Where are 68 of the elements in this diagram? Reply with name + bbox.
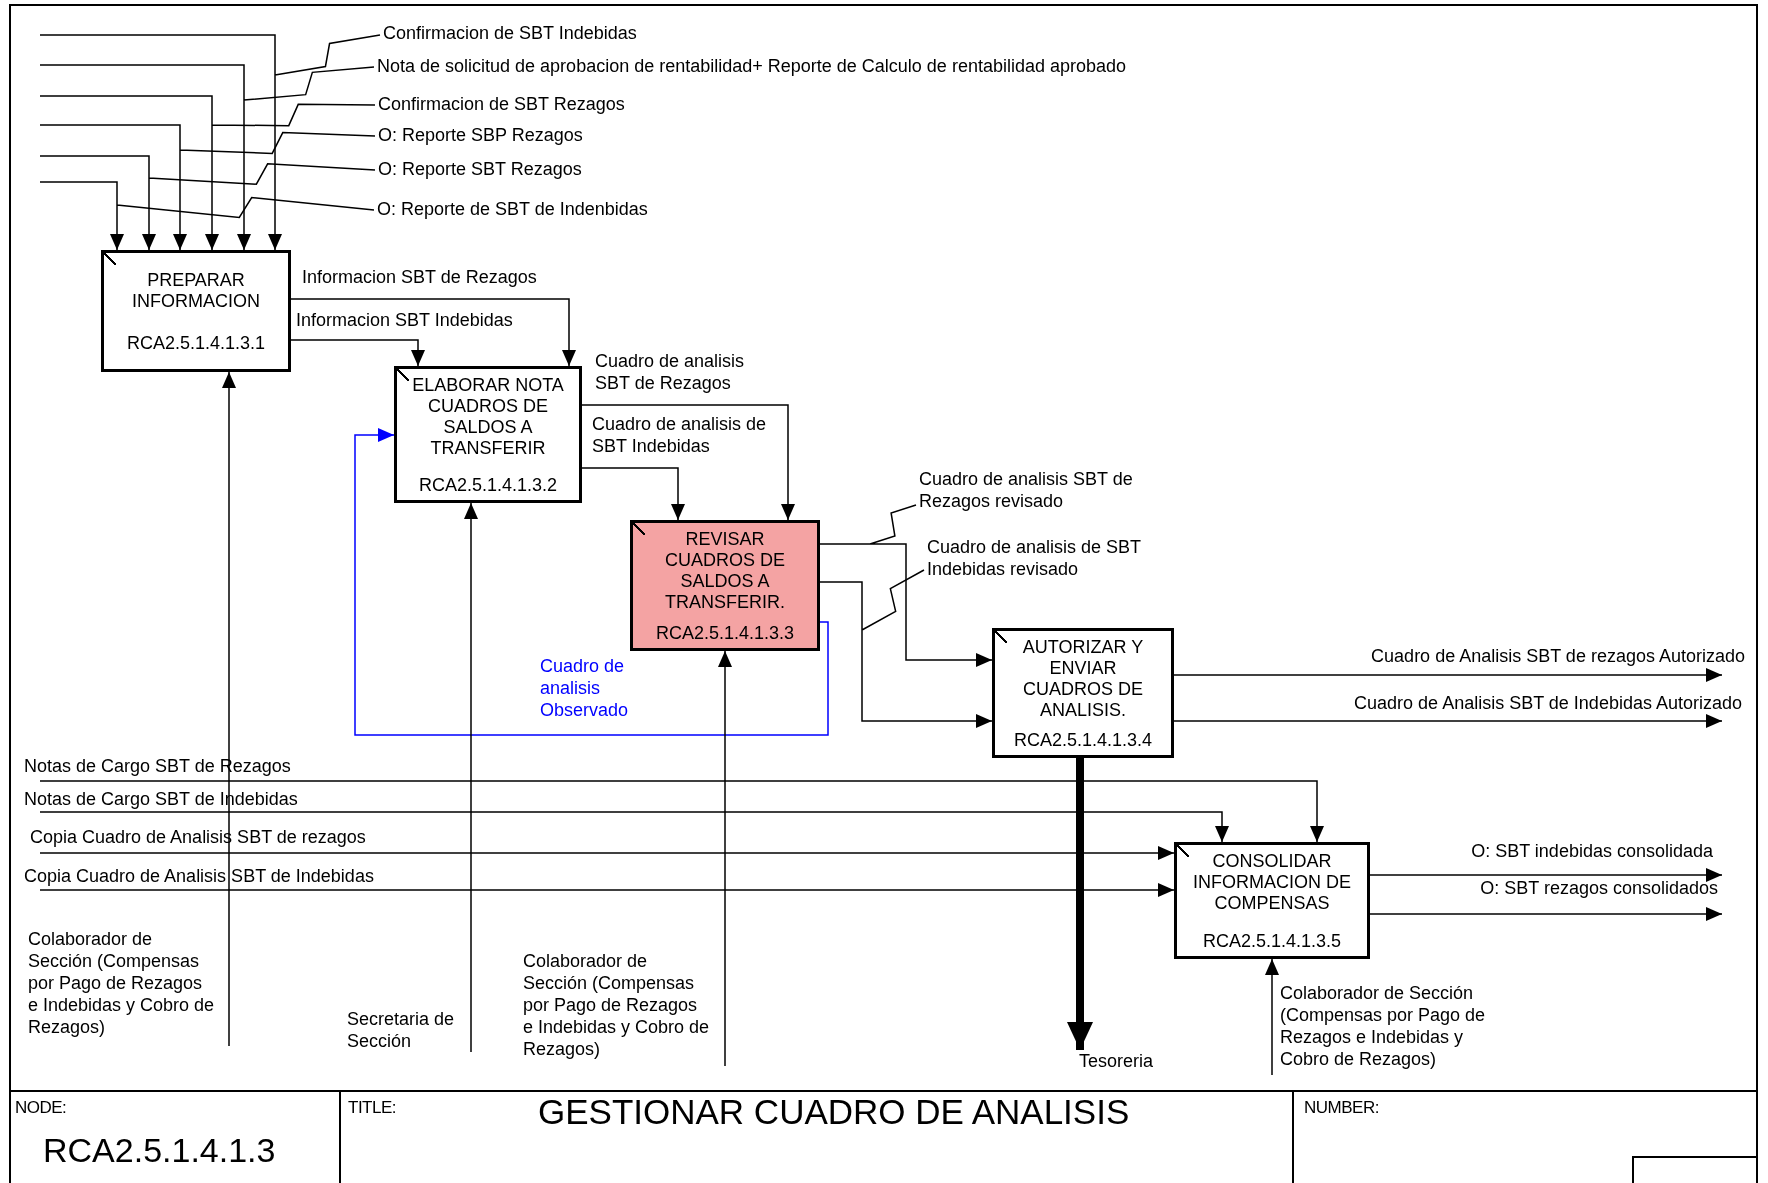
arrow [39, 846, 1175, 860]
edge-label: Confirmacion de SBT Indebidas [383, 22, 637, 44]
arrow [39, 124, 376, 251]
edge-label: Cuadro de analisis Observado [540, 655, 630, 721]
field-caption: TITLE: [348, 1098, 396, 1118]
process-box [1174, 842, 1370, 959]
process-box [101, 250, 291, 372]
process-box [394, 366, 582, 503]
edge-label: Cuadro de analisis de SBT Indebidas revisado [927, 536, 1142, 580]
node-number: RCA2.5.1.4.1.3.3 [655, 623, 795, 644]
arrow [819, 504, 993, 667]
arrow [39, 95, 376, 251]
node-number: RCA2.5.1.4.1.3.1 [126, 333, 266, 355]
arrow [1173, 668, 1723, 682]
arrow [39, 64, 375, 251]
process-label: ELABORAR NOTA CUADROS DE SALDOS A TRANSFERIR [411, 375, 565, 459]
edge-label: O: Reporte SBT Rezagos [378, 158, 582, 180]
edge-label: Informacion SBT Indebidas [296, 309, 513, 331]
arrow [581, 404, 795, 521]
diagram-title: GESTIONAR CUADRO DE ANALISIS [538, 1092, 1130, 1132]
edge-label: O: SBT indebidas consolidada [1470, 840, 1713, 862]
edge-label: Cuadro de Analisis SBT de rezagos Autorizado [1370, 645, 1745, 667]
arrow [581, 467, 685, 521]
arrow [290, 298, 576, 367]
edge-label: Cuadro de analisis SBT de Rezagos [595, 350, 746, 394]
process-label: PREPARAR INFORMACION [131, 269, 261, 312]
arrow [39, 883, 1175, 897]
edge-label: Confirmacion de SBT Rezagos [378, 93, 625, 115]
arrow [354, 428, 829, 736]
arrow [39, 811, 1229, 843]
node-number: RCA2.5.1.4.1.3.5 [1202, 931, 1342, 952]
edge-label: Cuadro de Analisis SBT de Indebidas Autorizado [1353, 692, 1742, 714]
mechanism-label: Colaborador de Sección (Compensas por Pago de Rezagos e Indebidas y Cobro de Rezagos) [1280, 982, 1487, 1070]
arrow [222, 371, 236, 1047]
arrow [39, 155, 376, 251]
arrow [290, 339, 425, 367]
arrow [819, 569, 993, 728]
process-box [992, 628, 1174, 758]
field-caption: NODE: [15, 1098, 67, 1118]
mechanism-label: Colaborador de Sección (Compensas por Pago de Rezagos e Indebidas y Cobro de Rezagos) [523, 950, 711, 1060]
edge-label: Nota de solicitud de aprobacion de rentabilidad+ Reporte de Calculo de rentabilidad aprobado [377, 55, 1127, 77]
arrow [39, 34, 381, 251]
output-label: Tesoreria [1079, 1050, 1155, 1072]
edge-label: O: Reporte SBP Rezagos [378, 124, 583, 146]
arrow [464, 502, 478, 1053]
arrow [718, 650, 732, 1067]
node-number: RCA2.5.1.4.1.3 [43, 1131, 276, 1170]
arrow [39, 780, 1324, 843]
edge-label: Informacion SBT de Rezagos [302, 266, 537, 288]
process-label: REVISAR CUADROS DE SALDOS A TRANSFERIR. [664, 529, 786, 613]
process-label: CONSOLIDAR INFORMACION DE COMPENSAS [1192, 851, 1352, 914]
arrow [1369, 868, 1723, 882]
process-label: AUTORIZAR Y ENVIAR CUADROS DE ANALISIS. [1021, 637, 1145, 721]
mechanism-label: Colaborador de Sección (Compensas por Pago de Rezagos e Indebidas y Cobro de Rezagos) [28, 928, 215, 1038]
edge-label: O: Reporte de SBT de Indenbidas [377, 198, 648, 220]
arrow [1369, 907, 1723, 921]
node-number: RCA2.5.1.4.1.3.4 [1013, 730, 1153, 751]
edge-label: Cuadro de analisis de SBT Indebidas [592, 413, 768, 457]
arrow [1265, 958, 1279, 1076]
field-caption: NUMBER: [1304, 1098, 1379, 1118]
edge-label: Cuadro de analisis SBT de Rezagos revisado [919, 468, 1134, 512]
arrow [39, 181, 375, 251]
arrow [1173, 714, 1723, 728]
process-box [630, 520, 820, 651]
mechanism-label: Secretaria de Sección [347, 1008, 456, 1052]
node-number: RCA2.5.1.4.1.3.2 [418, 475, 558, 496]
edge-label: O: SBT rezagos consolidados [1479, 877, 1718, 899]
edge-label: Copia Cuadro de Analisis SBT de Indebidas [24, 865, 374, 887]
